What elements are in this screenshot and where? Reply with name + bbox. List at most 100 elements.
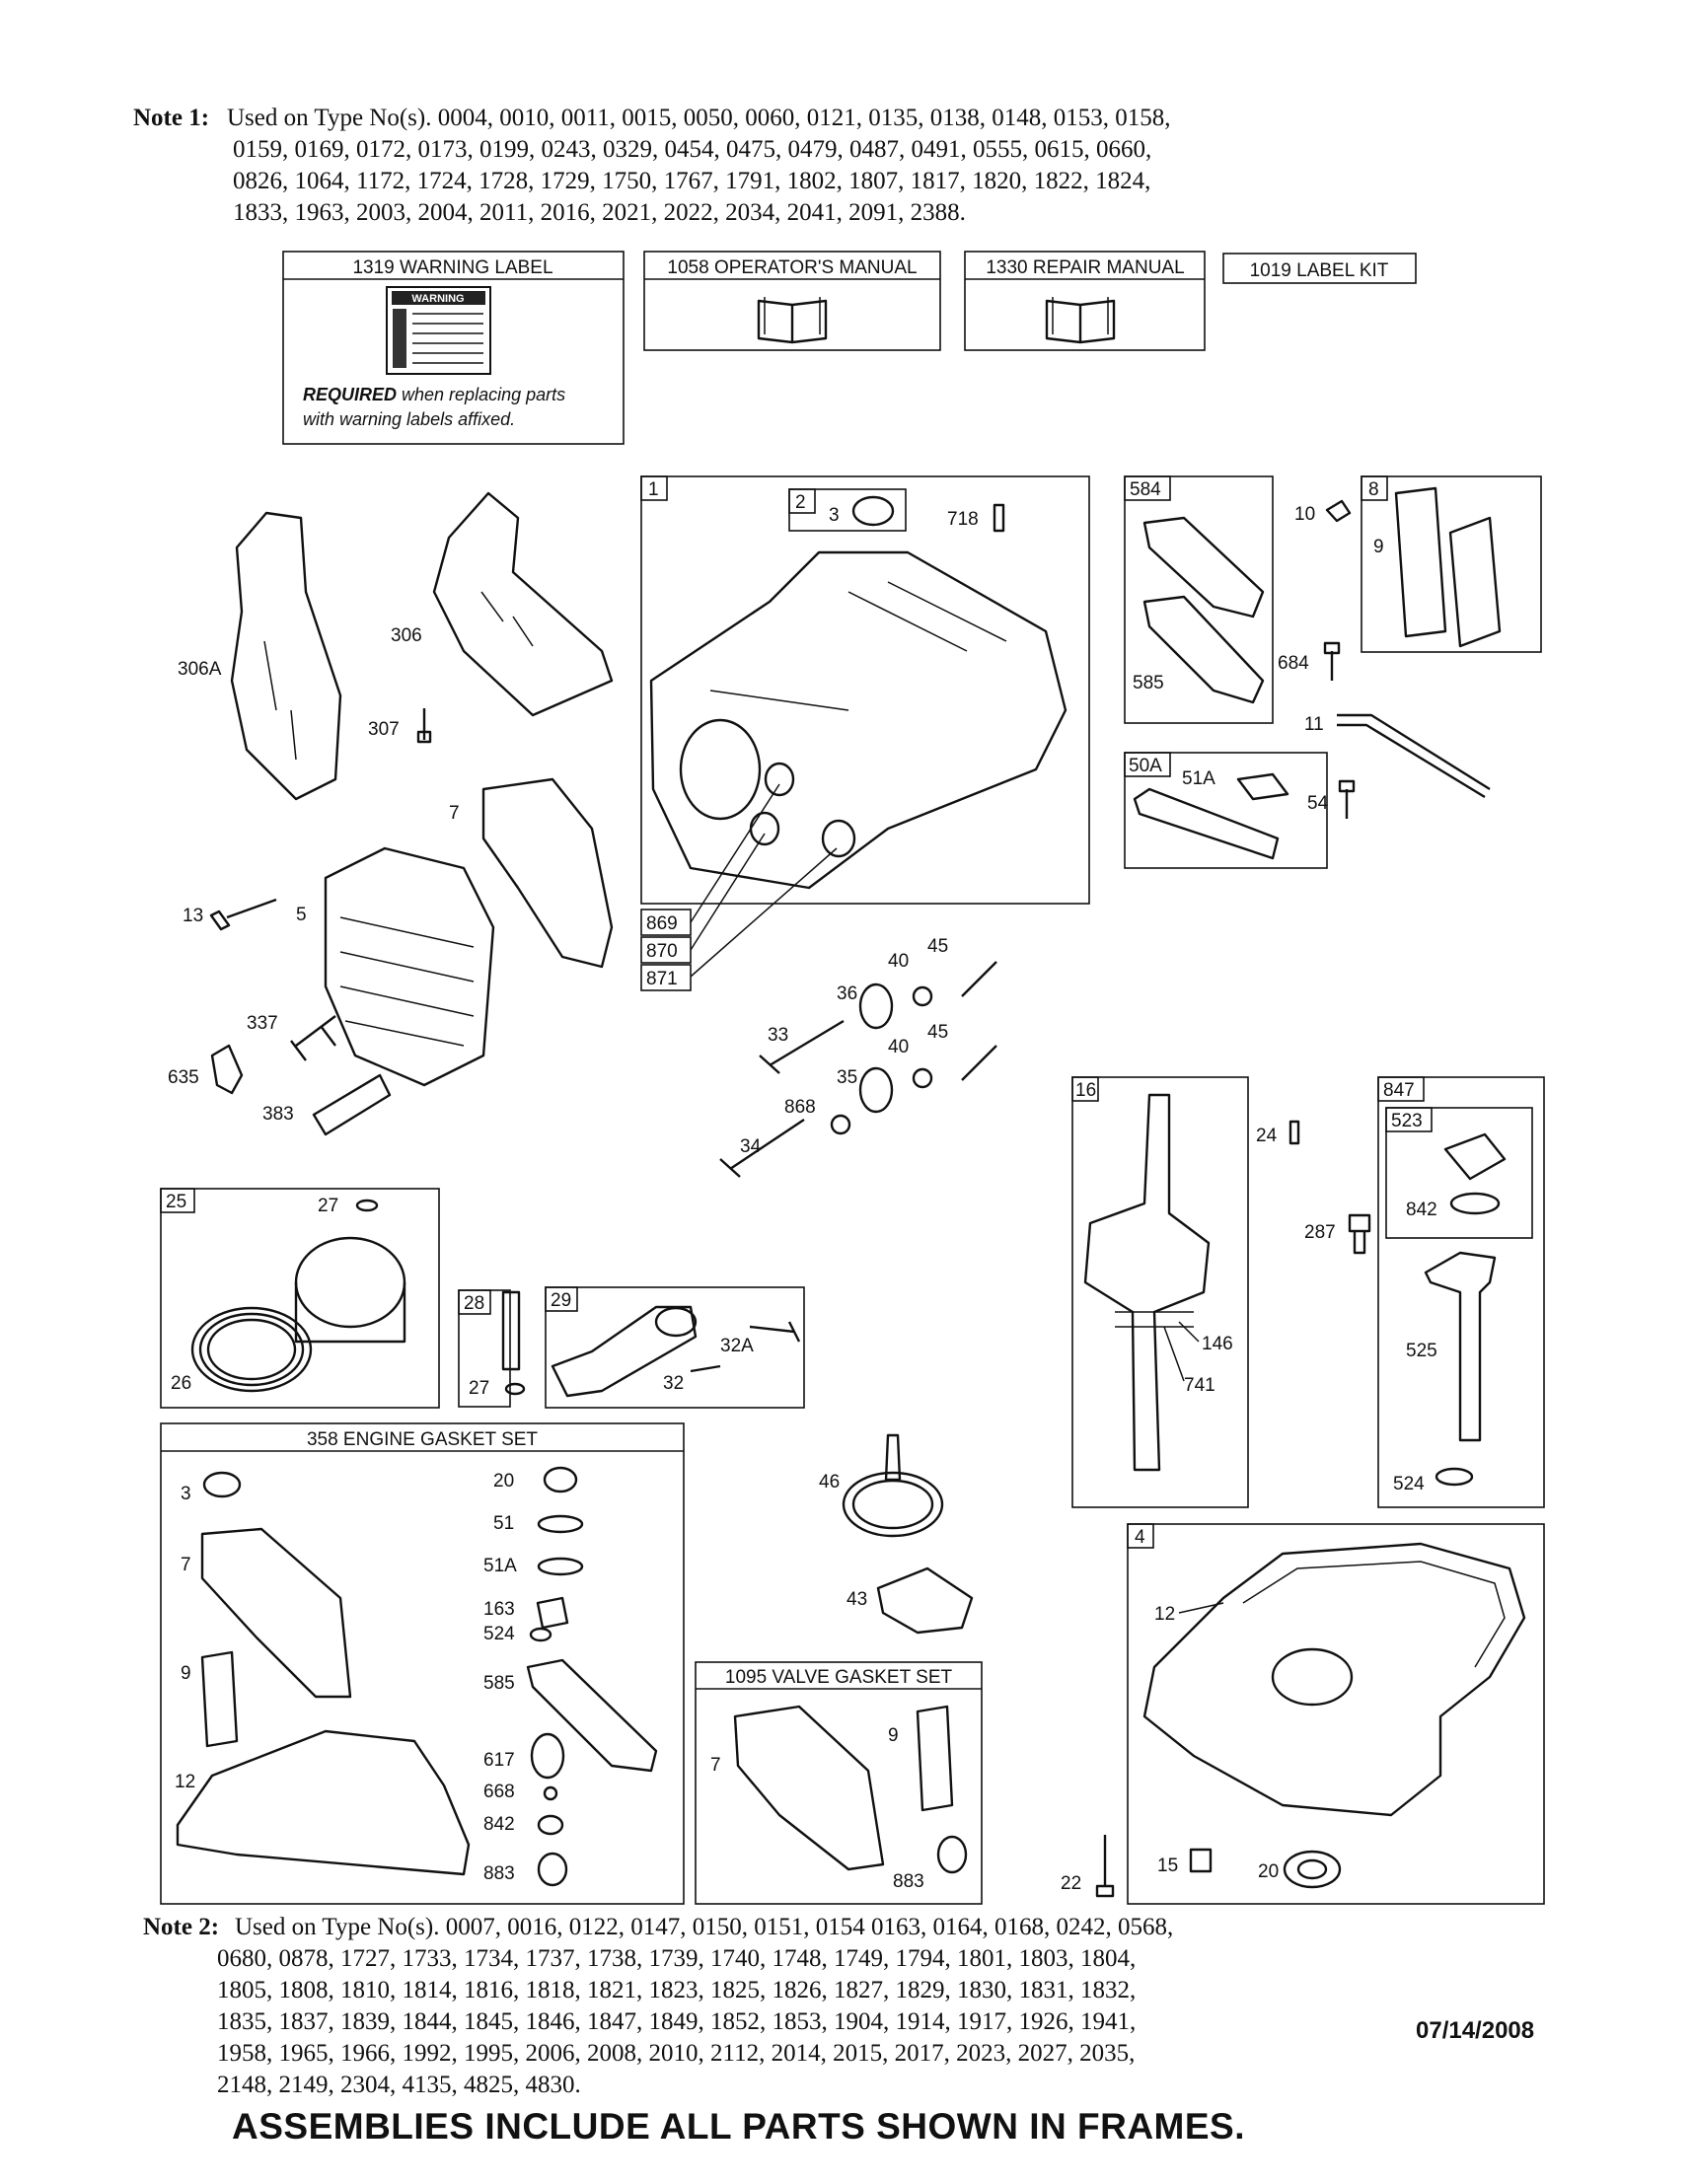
callout-32: 32 [663, 1373, 684, 1394]
frame-847-dipstick: 847 523 842 525 524 [1377, 1076, 1545, 1508]
callout-33: 33 [768, 1025, 788, 1046]
shroud-306A: 306A [178, 511, 342, 801]
callout-842: 842 [483, 1814, 515, 1835]
callout-741: 741 [1184, 1375, 1215, 1396]
frame-8-breather-cover: 8 9 [1361, 475, 1542, 653]
callout-20: 20 [1258, 1861, 1279, 1882]
callout-5: 5 [296, 905, 307, 925]
note-2-line: Used on Type No(s). 0007, 0016, 0122, 01… [235, 1914, 1174, 1940]
callout-306: 306 [391, 625, 422, 646]
callout-868: 868 [784, 1097, 816, 1118]
callout-9: 9 [888, 1725, 899, 1746]
callout-27: 27 [318, 1196, 338, 1216]
callout-525: 525 [1406, 1341, 1437, 1361]
cylinder-head-5: 5 [296, 846, 495, 1087]
frame-label-871: 871 [646, 969, 678, 989]
screw-307: 307 [368, 708, 432, 744]
callout-163: 163 [483, 1599, 515, 1620]
callout-12: 12 [1154, 1604, 1175, 1625]
operators-manual-box: 1058 OPERATOR'S MANUAL [643, 251, 941, 351]
note-1-line: 1833, 1963, 2003, 2004, 2011, 2016, 2021… [233, 199, 966, 226]
callout-883: 883 [483, 1863, 515, 1884]
callout-22: 22 [1061, 1873, 1081, 1894]
warning-sticker-icon: WARNING [386, 286, 491, 375]
callout-26: 26 [171, 1373, 191, 1394]
frame-label-1: 1 [648, 479, 659, 500]
frame-label-4: 4 [1135, 1527, 1145, 1548]
frame-label-870: 870 [646, 941, 678, 962]
frame-label-16: 16 [1075, 1080, 1096, 1101]
frame-label-847: 847 [1383, 1080, 1415, 1101]
frame-label-869: 869 [646, 913, 678, 934]
frame-label-29: 29 [551, 1290, 571, 1311]
note-1-line: Used on Type No(s). 0004, 0010, 0011, 00… [227, 105, 1171, 131]
valve-gasket-set-title: 1095 VALVE GASKET SET [725, 1667, 953, 1688]
governor-43: 43 [846, 1566, 974, 1635]
warning-sticker-tag: WARNING [411, 293, 464, 305]
callout-35: 35 [837, 1067, 857, 1088]
required-text: when replacing parts [397, 385, 565, 404]
warning-label-box: 1319 WARNING LABEL WARNING REQUIRED when… [282, 251, 625, 445]
callout-7: 7 [181, 1555, 191, 1575]
callout-12: 12 [175, 1772, 195, 1792]
callout-3: 3 [829, 505, 840, 526]
plug-287: 287 [1304, 1213, 1371, 1255]
callout-51A: 51A [1182, 768, 1215, 789]
screw-54: 54 [1307, 779, 1356, 819]
callout-9: 9 [181, 1663, 191, 1684]
frame-25-piston: 25 27 26 [160, 1188, 440, 1409]
callout-883: 883 [893, 1871, 924, 1892]
frame-label-523: 523 [1391, 1111, 1423, 1131]
callout-307: 307 [368, 719, 400, 740]
note-1-line: 0826, 1064, 1172, 1724, 1728, 1729, 1750… [233, 168, 1151, 194]
spark-plug-boot-635: 635 [168, 1044, 244, 1095]
frame-label-2: 2 [795, 492, 806, 513]
note-2-line: 1805, 1808, 1810, 1814, 1816, 1818, 1821… [217, 1977, 1137, 2003]
note-2-line: 0680, 0878, 1727, 1733, 1734, 1737, 1738… [217, 1945, 1137, 1972]
breather-383: 383 [262, 1073, 392, 1136]
note-2-line: 1835, 1837, 1839, 1844, 1845, 1846, 1847… [217, 2008, 1137, 2035]
frame-358-engine-gasket-set: 358 ENGINE GASKET SET 3 7 9 12 20 51 51A… [160, 1422, 685, 1905]
callout-524: 524 [483, 1624, 515, 1644]
frame-50A-tube: 50A 51A [1124, 752, 1328, 869]
frame-label-28: 28 [464, 1293, 484, 1314]
assemblies-banner: ASSEMBLIES INCLUDE ALL PARTS SHOWN IN FR… [232, 2106, 1246, 2147]
callout-146: 146 [1202, 1334, 1233, 1354]
callout-46: 46 [819, 1472, 840, 1492]
frame-label-50A: 50A [1129, 756, 1162, 776]
note-1-line: 0159, 0169, 0172, 0173, 0199, 0243, 0329… [233, 136, 1152, 163]
callout-287: 287 [1304, 1222, 1336, 1243]
book-icon [757, 297, 828, 344]
callout-10: 10 [1294, 504, 1315, 525]
shroud-306: 306 [391, 491, 614, 717]
callout-11: 11 [1304, 714, 1324, 735]
callout-9: 9 [1373, 537, 1384, 557]
callout-13: 13 [183, 906, 203, 926]
note-2-line: 1958, 1965, 1966, 1992, 1995, 2006, 2008… [217, 2040, 1136, 2067]
frame-28-wrist-pin: 28 27 [458, 1289, 526, 1408]
seal-20: 20 [1258, 1850, 1342, 1889]
frame-label-584: 584 [1130, 479, 1161, 500]
note-2: Note 2: Used on Type No(s). 0007, 0016, … [143, 1911, 1327, 2108]
callout-20: 20 [493, 1471, 514, 1492]
callout-51A: 51A [483, 1556, 517, 1576]
callout-32A: 32A [720, 1336, 754, 1356]
callout-585: 585 [1133, 673, 1164, 693]
callout-7: 7 [710, 1755, 721, 1776]
frame-29-connecting-rod: 29 32A 32 [545, 1286, 805, 1409]
valve-train: 40 45 36 33 40 45 35 868 34 [719, 936, 997, 1178]
frame-4-sump: 4 12 [1127, 1523, 1545, 1905]
frame-label-8: 8 [1368, 479, 1379, 500]
callout-27: 27 [469, 1378, 489, 1399]
callout-36: 36 [837, 983, 857, 1004]
callout-668: 668 [483, 1782, 515, 1802]
callout-24: 24 [1256, 1126, 1278, 1146]
label-kit-box: 1019 LABEL KIT [1222, 253, 1417, 284]
screw-684: 684 [1278, 641, 1341, 681]
revision-date: 07/14/2008 [1416, 2017, 1535, 2044]
book-icon [1045, 297, 1116, 344]
callout-54: 54 [1307, 793, 1329, 814]
spark-plug-337: 337 [247, 1013, 336, 1061]
repair-manual-box: 1330 REPAIR MANUAL [964, 251, 1206, 351]
